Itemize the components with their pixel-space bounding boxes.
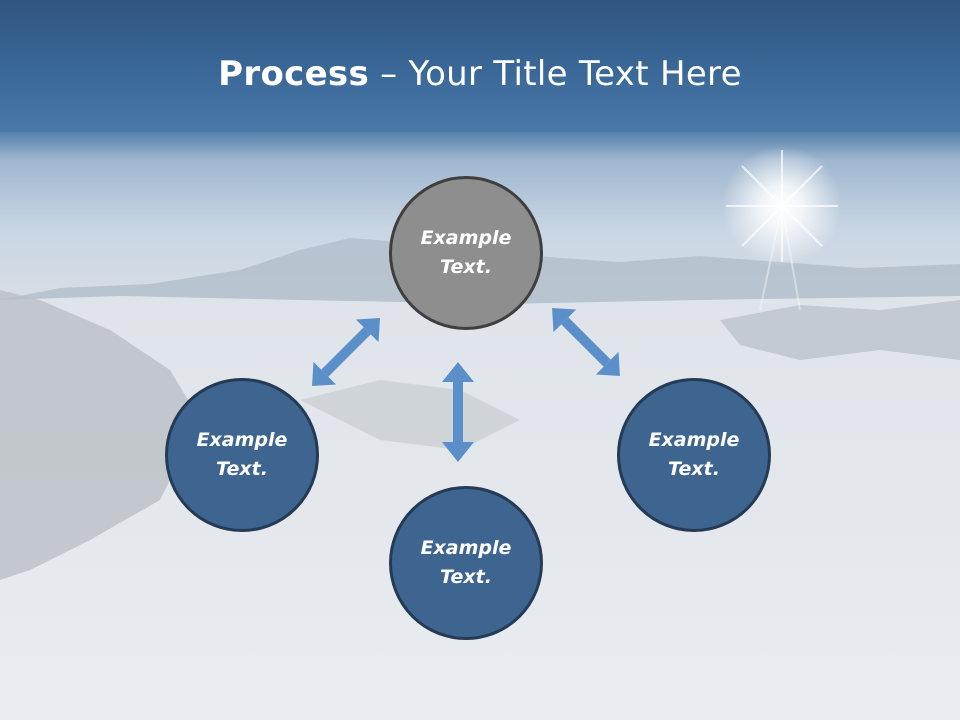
title-bold: Process xyxy=(218,54,370,94)
node-right-label: Example Text. xyxy=(648,429,740,480)
node-right[interactable]: Example Text. xyxy=(617,378,771,532)
double-arrow-icon xyxy=(312,318,380,386)
node-left-label: Example Text. xyxy=(196,429,288,480)
node-bottom-label: Example Text. xyxy=(420,537,512,588)
node-left[interactable]: Example Text. xyxy=(165,378,319,532)
page-title: Process – Your Title Text Here xyxy=(0,54,960,94)
shrub-left xyxy=(0,290,200,580)
shrub-right xyxy=(720,300,960,360)
node-top-label: Example Text. xyxy=(420,227,512,278)
title-rest: – Your Title Text Here xyxy=(369,54,742,94)
node-bottom[interactable]: Example Text. xyxy=(389,486,543,640)
double-arrow-icon xyxy=(442,362,474,462)
header-band xyxy=(0,0,960,132)
double-arrow-icon xyxy=(552,308,620,376)
node-top[interactable]: Example Text. xyxy=(389,176,543,330)
sun-rays xyxy=(726,150,838,311)
shrub-middle xyxy=(300,380,520,450)
